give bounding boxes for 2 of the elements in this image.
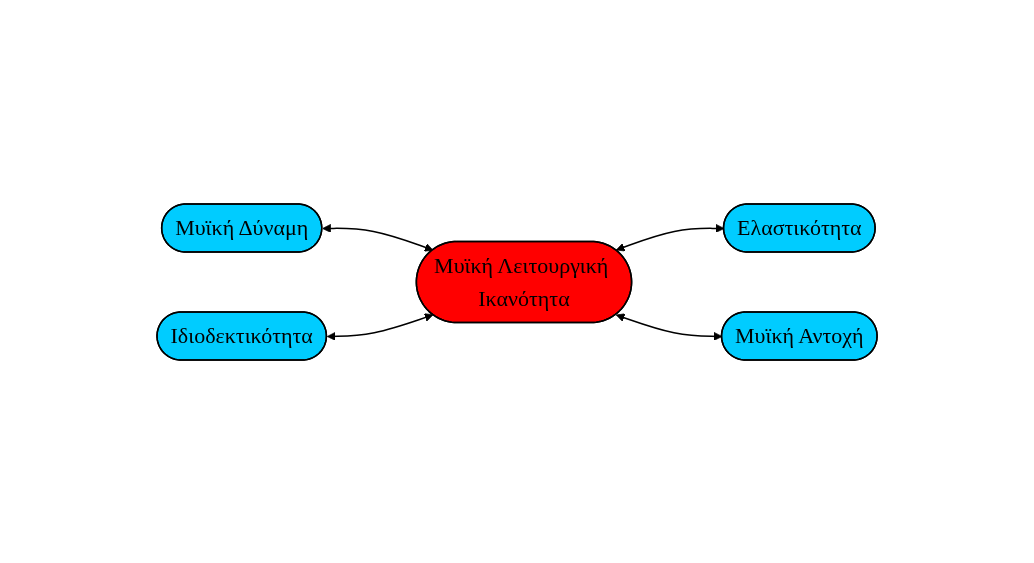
arrow <box>322 223 434 252</box>
arrow <box>326 312 434 341</box>
